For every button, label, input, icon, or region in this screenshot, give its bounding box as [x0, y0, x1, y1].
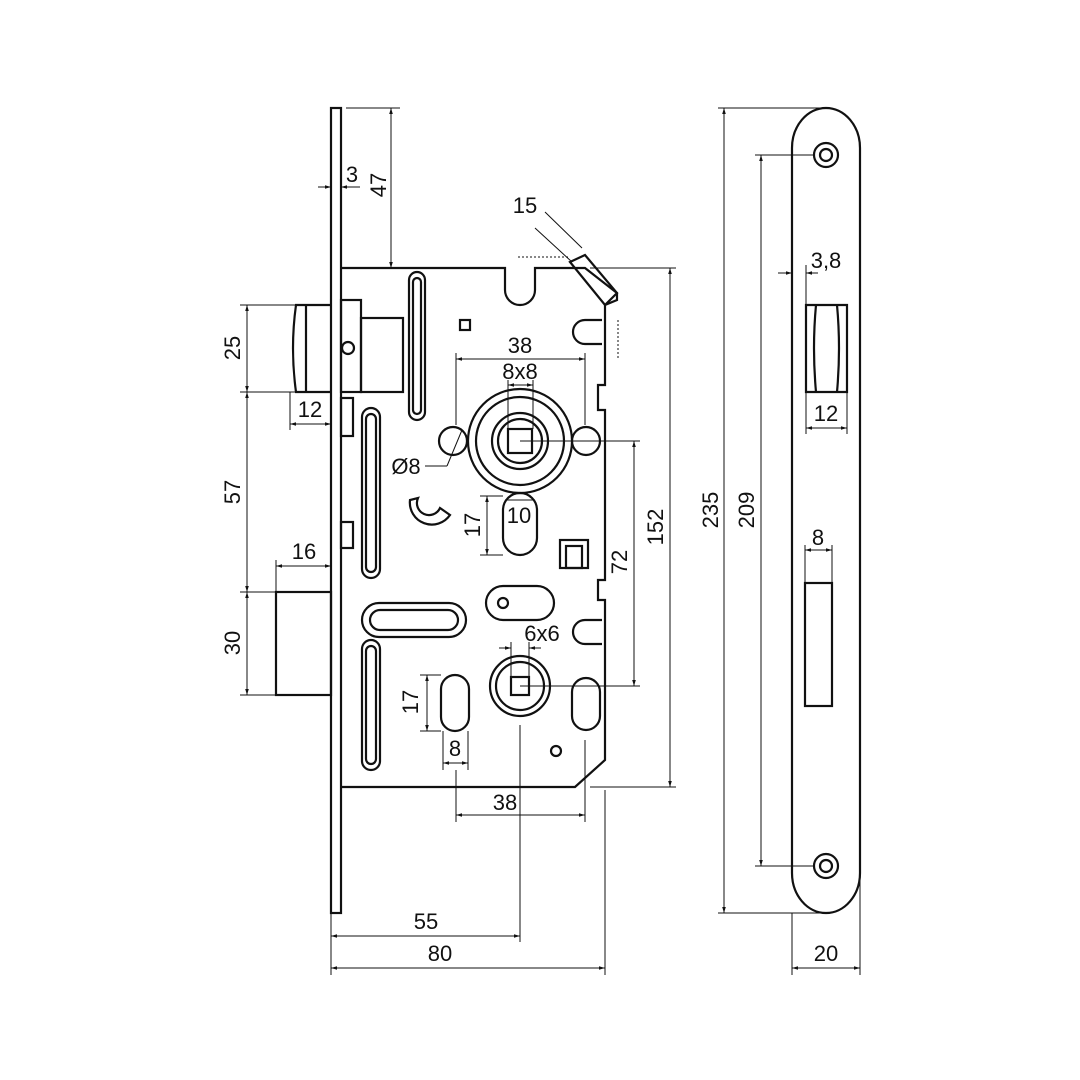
- slot: [570, 676, 602, 732]
- dim-hole-diameter: Ø8: [391, 454, 420, 479]
- latch-mechanism: [339, 298, 363, 394]
- dim-cylinder-spindle: 6x6: [524, 621, 559, 646]
- dim-strike-length: 235: [698, 492, 723, 529]
- dimension-lines: [240, 107, 861, 975]
- dim-faceplate-thickness: 3: [346, 162, 358, 187]
- dim-latch-height: 25: [220, 336, 245, 360]
- dim-backset: 55: [414, 909, 438, 934]
- faceplate: [329, 106, 343, 915]
- dim-slot-height-upper: 17: [460, 513, 485, 537]
- screw-hole: [437, 425, 469, 457]
- dim-slot-width-upper: 10: [507, 503, 531, 528]
- dim-deadbolt-projection: 16: [292, 539, 316, 564]
- slot: [360, 638, 382, 772]
- dim-strike-width: 20: [814, 941, 838, 966]
- latch-opening: [804, 303, 849, 394]
- slot: [484, 584, 556, 622]
- dim-slot-width-lower: 8: [449, 736, 461, 761]
- slot: [360, 406, 382, 580]
- dimension-labels: 3 47 15 3,8 38 8x8 25 12 57 Ø8 17 10 16 …: [220, 162, 841, 966]
- screw-hole: [812, 852, 840, 880]
- dim-deadbolt-height: 30: [220, 631, 245, 655]
- slot: [360, 601, 468, 639]
- dim-latch-projection: 12: [298, 397, 322, 422]
- dim-lower-hole-spacing: 38: [493, 790, 517, 815]
- dim-handle-spindle: 8x8: [502, 359, 537, 384]
- dim-strike-latch-opening: 12: [814, 401, 838, 426]
- spring: [408, 496, 452, 526]
- tab: [558, 538, 590, 570]
- dim-handle-hole-spacing: 38: [508, 333, 532, 358]
- strike-plate: [790, 106, 862, 915]
- dim-center-distance: 72: [607, 550, 632, 574]
- dim-body-height: 152: [643, 509, 668, 546]
- slot: [407, 270, 427, 422]
- chamfer-edge: [568, 253, 619, 307]
- dim-strike-deadbolt-opening: 8: [812, 525, 824, 550]
- latch-bolt: [291, 303, 331, 394]
- slot: [439, 673, 471, 733]
- lock-body: [341, 266, 619, 789]
- dim-top-to-body: 47: [366, 173, 391, 197]
- dim-strike-screw-spacing: 209: [734, 492, 759, 529]
- dim-slot-height-lower: 17: [398, 690, 423, 714]
- dim-strike-offset: 3,8: [811, 248, 842, 273]
- deadbolt-opening: [803, 581, 834, 708]
- slot: [501, 491, 539, 557]
- hook: [571, 618, 602, 646]
- dim-body-depth: 80: [428, 941, 452, 966]
- deadbolt: [274, 590, 333, 697]
- screw-hole: [812, 141, 840, 169]
- dim-chamfer: 15: [513, 193, 537, 218]
- hook: [571, 318, 602, 346]
- dim-latch-to-deadbolt: 57: [220, 480, 245, 504]
